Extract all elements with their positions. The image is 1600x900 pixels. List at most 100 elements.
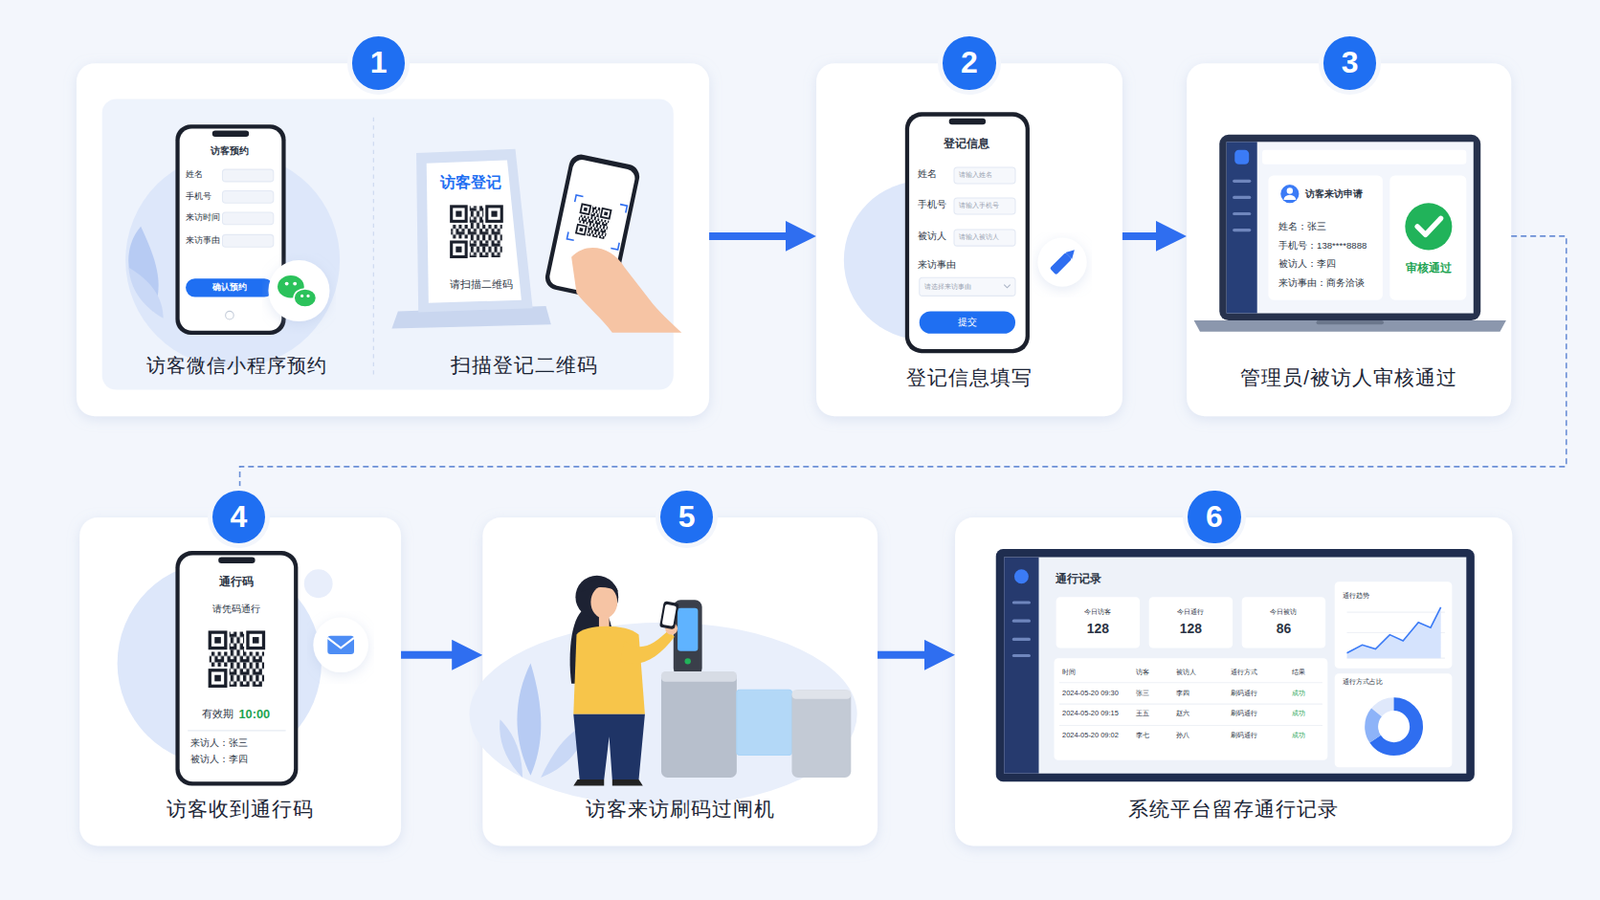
step-card: 4访客收到通行码 bbox=[79, 517, 401, 846]
review-laptop bbox=[1226, 141, 1474, 313]
record-dashboard bbox=[1149, 597, 1233, 648]
booking-phone bbox=[125, 124, 340, 368]
screen-text: 手机号 bbox=[185, 192, 212, 201]
screen-text: 访客预约 bbox=[210, 146, 249, 157]
record-dashboard bbox=[1054, 581, 1453, 768]
step-card: 1访客微信小程序预约扫描登记二维码 bbox=[76, 63, 710, 417]
screen-text: 成功 bbox=[1291, 710, 1306, 718]
screen-text: 2024-05-20 09:15 bbox=[1062, 710, 1119, 718]
gate-scene bbox=[659, 600, 680, 630]
screen-text: 请输入被访人 bbox=[958, 233, 1000, 242]
gate-scene bbox=[469, 576, 858, 807]
step-number: 5 bbox=[660, 490, 713, 544]
gate-scene bbox=[575, 576, 619, 620]
record-dashboard bbox=[1003, 557, 1039, 775]
gate-scene bbox=[685, 658, 691, 665]
screen-text: 确认预约 bbox=[212, 283, 247, 292]
register-phone bbox=[954, 229, 1016, 246]
screen-text: 请凭码通行 bbox=[212, 603, 261, 615]
screen-text: 成功 bbox=[1291, 732, 1306, 740]
register-phone bbox=[1049, 246, 1078, 275]
booking-phone bbox=[128, 267, 163, 319]
register-phone bbox=[949, 118, 986, 125]
record-dashboard bbox=[1242, 597, 1326, 648]
screen-text: 审核通过 bbox=[1405, 262, 1452, 275]
hand-phone bbox=[573, 200, 615, 243]
step-option: 扫描登记二维码 bbox=[375, 98, 673, 390]
review-laptop bbox=[1232, 228, 1251, 232]
record-dashboard bbox=[1371, 704, 1417, 750]
card-background bbox=[816, 63, 1123, 417]
screen-text: 时间 bbox=[1062, 668, 1076, 677]
step-caption: 扫描登记二维码 bbox=[375, 352, 673, 379]
screen-text: 赵六 bbox=[1176, 710, 1190, 718]
record-dashboard bbox=[1347, 607, 1442, 659]
record-dashboard bbox=[1014, 569, 1029, 584]
screen-text: 请选择来访事由 bbox=[924, 283, 972, 291]
gate-scene bbox=[661, 671, 737, 683]
screen-text: 手机号 bbox=[917, 200, 947, 211]
step-caption: 系统平台留存通行记录 bbox=[955, 796, 1512, 823]
pass-phone bbox=[218, 557, 255, 564]
record-dashboard bbox=[1056, 597, 1140, 648]
flow-arrow bbox=[709, 232, 805, 241]
screen-text: 来访事由 bbox=[185, 236, 221, 245]
screen-text: 来访时间 bbox=[185, 214, 221, 223]
card-background bbox=[79, 517, 401, 847]
screen-text: 通行方式占比 bbox=[1342, 678, 1383, 687]
record-dashboard bbox=[1012, 620, 1031, 623]
pass-phone bbox=[179, 555, 294, 782]
record-dashboard bbox=[1334, 581, 1453, 669]
screen-text: 通行码 bbox=[219, 575, 254, 588]
register-phone bbox=[1065, 246, 1078, 260]
review-laptop bbox=[1417, 218, 1442, 235]
pass-phone bbox=[204, 627, 268, 691]
screen-text: 通行趋势 bbox=[1342, 592, 1370, 600]
pass-phone bbox=[312, 617, 369, 673]
screen-text: 结果 bbox=[1291, 668, 1306, 677]
screen-text: 刷码通行 bbox=[1230, 689, 1258, 698]
screen-text: 2024-05-20 09:02 bbox=[1062, 732, 1119, 740]
screen-text: 手机号：138****8888 bbox=[1278, 241, 1367, 252]
record-dashboard bbox=[996, 549, 1475, 782]
gate-scene bbox=[581, 579, 619, 593]
pass-phone bbox=[117, 551, 369, 786]
screen-text: 128 bbox=[1087, 622, 1110, 637]
review-laptop bbox=[1287, 187, 1293, 194]
record-dashboard bbox=[1059, 683, 1323, 727]
review-laptop bbox=[1232, 179, 1251, 232]
qr-stand bbox=[426, 160, 522, 304]
flow-arrow bbox=[877, 651, 944, 660]
register-phone bbox=[1037, 238, 1087, 288]
review-laptop bbox=[1232, 179, 1251, 183]
record-dashboard bbox=[1059, 682, 1323, 684]
screen-text: 通行记录 bbox=[1055, 572, 1102, 585]
record-dashboard bbox=[1054, 658, 1329, 761]
review-laptop bbox=[1194, 134, 1507, 333]
card-background bbox=[76, 63, 710, 417]
screen-text: 请输入手机号 bbox=[958, 201, 1000, 210]
screen-text: 访客来访申请 bbox=[1305, 188, 1363, 200]
booking-phone bbox=[285, 282, 289, 287]
screen-text: 访客 bbox=[1135, 668, 1150, 677]
screen-text: 刷码通行 bbox=[1230, 732, 1258, 740]
gate-scene bbox=[677, 608, 698, 652]
option-panel bbox=[373, 117, 375, 378]
pass-phone bbox=[175, 551, 298, 786]
record-dashboard bbox=[1012, 600, 1031, 658]
step-card: 5访客来访刷码过闸机 bbox=[482, 517, 878, 846]
record-dashboard bbox=[1334, 673, 1453, 768]
screen-text: 请扫描二维码 bbox=[449, 279, 513, 291]
gate-scene bbox=[662, 604, 677, 627]
screen-text: 李四 bbox=[1176, 689, 1190, 698]
record-dashboard bbox=[1347, 607, 1442, 654]
screen-text: 来访事由 bbox=[917, 260, 956, 271]
booking-phone bbox=[222, 212, 273, 225]
screen-text: 成功 bbox=[1291, 689, 1306, 698]
step-number: 1 bbox=[352, 36, 405, 89]
gate-scene bbox=[673, 600, 703, 676]
record-dashboard bbox=[1371, 704, 1417, 750]
